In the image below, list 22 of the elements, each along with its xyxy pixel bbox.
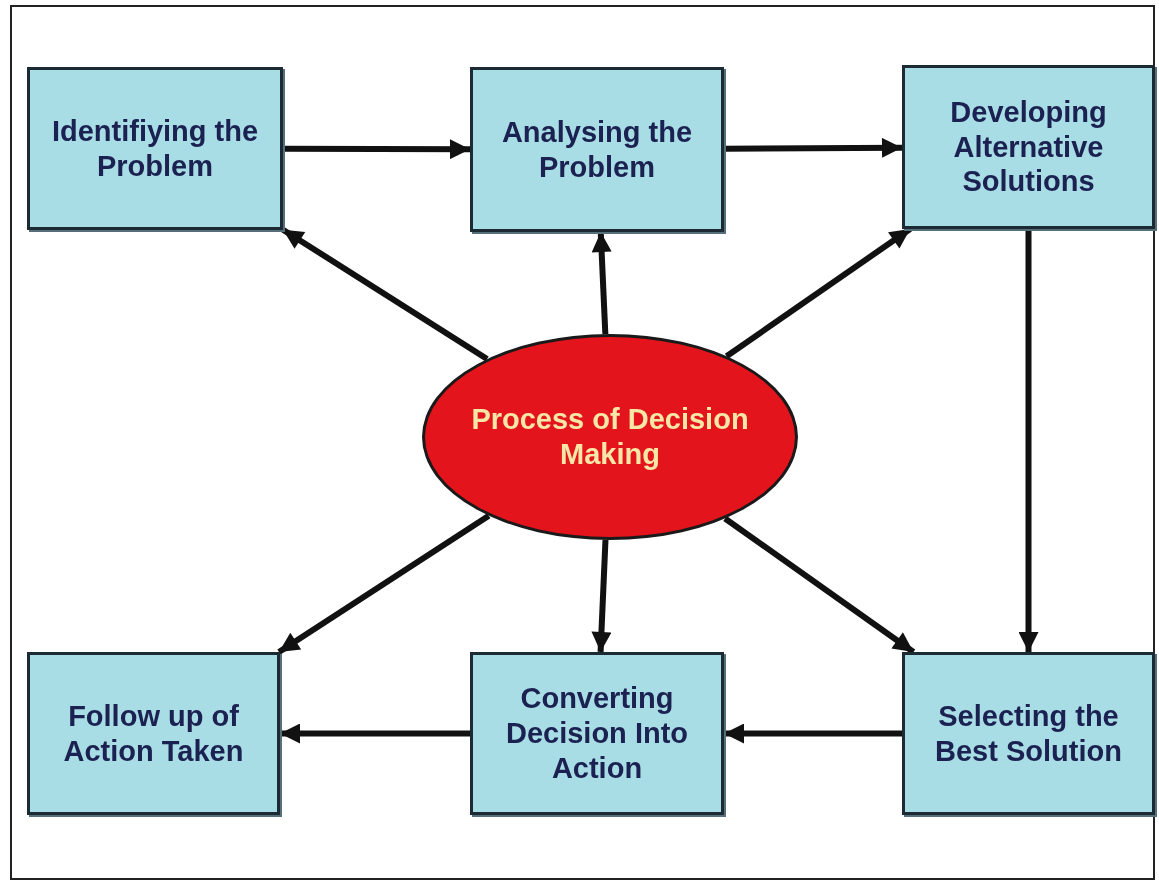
arrow	[281, 227, 489, 362]
process-box	[902, 65, 1155, 229]
process-box	[902, 652, 1155, 815]
arrow	[1018, 229, 1039, 652]
node-label: Process of Decision Making	[470, 402, 750, 472]
arrow	[724, 723, 902, 744]
node-label: Converting Decision Into Action	[504, 681, 690, 786]
node-label: Selecting the Best Solution	[934, 698, 1123, 769]
arrow	[277, 513, 491, 655]
node-label: Analysing the Problem	[500, 114, 694, 185]
process-box	[470, 67, 724, 232]
node-label: Developing Alternative Solutions	[949, 94, 1108, 200]
arrow	[280, 723, 470, 744]
process-box	[27, 652, 280, 815]
node-label: Follow up of Action Taken	[62, 698, 245, 769]
process-box	[27, 67, 283, 230]
arrow	[591, 539, 612, 653]
node-label: Identifiying the Problem	[50, 113, 260, 184]
process-box	[470, 652, 724, 815]
arrow	[591, 231, 612, 335]
arrow	[724, 137, 903, 158]
arrow	[283, 139, 470, 160]
